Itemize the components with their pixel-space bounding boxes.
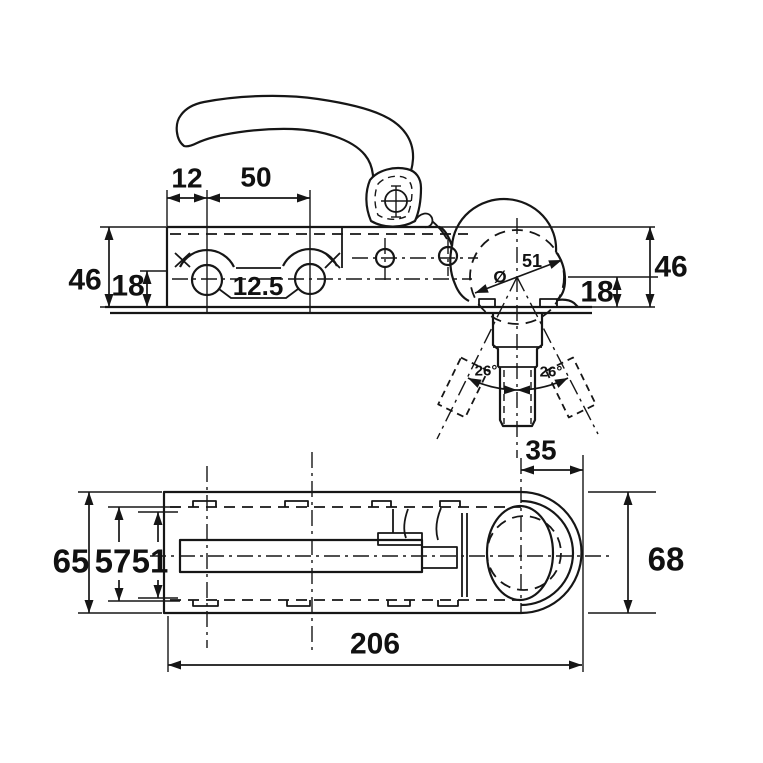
dim-12-label: 12 — [171, 163, 202, 194]
latch-plate-bottom-view — [377, 532, 423, 546]
swing-axis-right — [516, 276, 599, 435]
slot-bottom-edge — [218, 288, 299, 299]
dia-value-label: 51 — [522, 251, 542, 271]
socket-foot-right — [539, 298, 558, 308]
angle-left-label: 26° — [475, 363, 498, 380]
bottom-view-dimensions: 35 65 57 51 68 206 — [53, 435, 685, 672]
top-view: 26° 26° 12 50 46 1 — [68, 94, 688, 458]
handle-outline — [175, 94, 415, 208]
socket-cap-arc — [450, 198, 558, 253]
dim-46-left-label: 46 — [68, 264, 101, 297]
tab-top-1 — [192, 500, 217, 507]
rivet-hole-2 — [437, 245, 459, 267]
coupling-insert — [421, 546, 458, 569]
dim-206-label: 206 — [350, 628, 400, 661]
swing-range: 26° 26° — [437, 356, 597, 419]
swing-axis-left — [436, 276, 518, 440]
weld-tabs — [192, 500, 461, 607]
rivet-hole-1 — [374, 247, 396, 269]
latch-curl — [413, 212, 448, 240]
top-view-dimensions: 12 50 46 18 12.5 Ø 51 46 18 — [68, 162, 688, 313]
tab-bottom-1 — [192, 600, 219, 607]
housing — [162, 490, 583, 615]
swing-arc-right — [516, 377, 569, 395]
socket-right-side — [555, 251, 579, 308]
dim-46-right-label: 46 — [654, 251, 687, 284]
housing-outer-outline — [162, 490, 583, 615]
handle — [175, 94, 448, 240]
dim-51-label: 51 — [132, 543, 169, 580]
tab-bottom-2 — [286, 600, 311, 607]
dim-65-label: 65 — [53, 543, 90, 580]
dim-18-right-label: 18 — [580, 276, 613, 309]
hinge-boss-hidden-contour — [374, 175, 413, 220]
swung-stud-left — [437, 356, 489, 419]
dim-12-5-label: 12.5 — [233, 271, 284, 301]
cross-mark-left — [174, 252, 191, 268]
dim-57-label: 57 — [95, 543, 132, 580]
socket-foot-left — [478, 298, 496, 308]
socket-left-side — [449, 245, 470, 302]
ball-socket — [439, 198, 579, 325]
tab-top-2 — [284, 500, 309, 507]
handle-leg-curve-1 — [403, 508, 409, 539]
tab-top-4 — [439, 500, 461, 507]
dim-68-label: 68 — [648, 541, 685, 578]
swing-arc-left — [467, 377, 518, 395]
dia-51-leader — [474, 259, 563, 294]
angle-right-label: 26° — [540, 364, 563, 381]
cross-mark-right — [324, 252, 341, 269]
bottom-view: 35 65 57 51 68 206 — [53, 435, 685, 672]
coupling-body — [100, 225, 655, 315]
dim-18-left-label: 18 — [111, 270, 144, 303]
handle-leg-curve-2 — [435, 507, 442, 541]
housing-inner-arc — [520, 499, 575, 607]
stud — [491, 313, 544, 428]
ball-hidden-circle-plan — [486, 515, 562, 591]
tab-bottom-3 — [387, 600, 411, 607]
dia-symbol-label: Ø — [493, 268, 506, 287]
dim-50-label: 50 — [240, 162, 271, 193]
stud-outline — [491, 313, 544, 428]
bottom-view-centerlines — [150, 452, 612, 650]
dim-35-label: 35 — [525, 435, 556, 466]
tab-bottom-4 — [437, 600, 459, 607]
tab-top-3 — [371, 500, 392, 507]
